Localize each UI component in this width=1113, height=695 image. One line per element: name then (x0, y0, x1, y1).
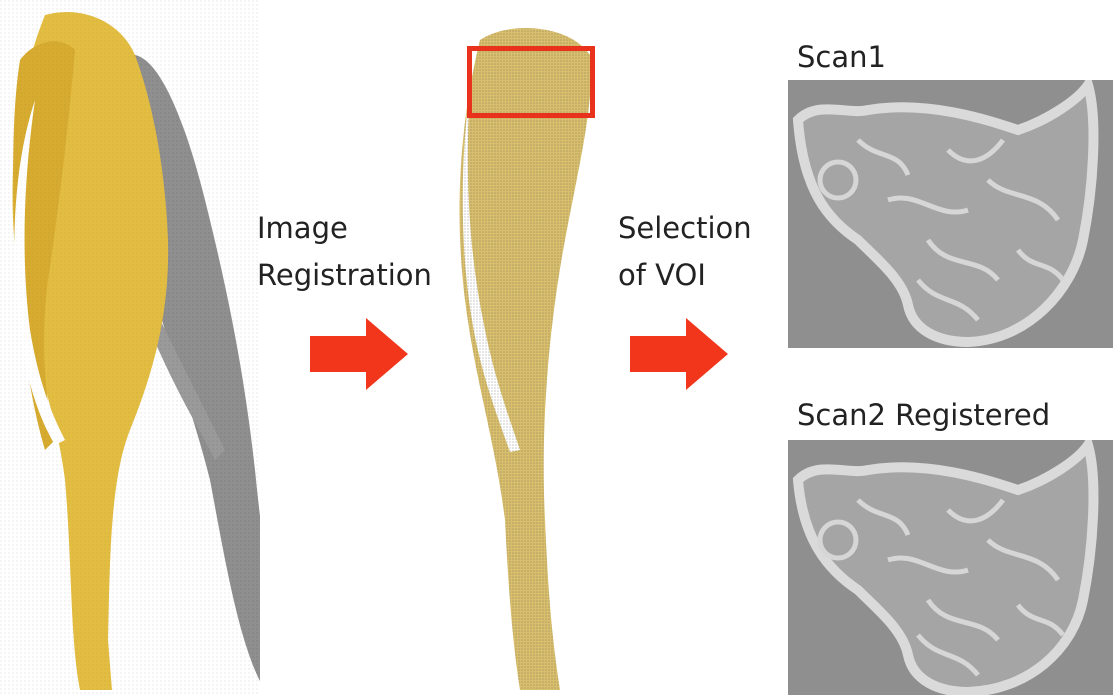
unregistered-bones-render (0, 0, 260, 695)
image-registration-label-line2: Registration (257, 256, 432, 294)
yellow-bone (0, 0, 260, 695)
voi-selection-box (467, 46, 595, 118)
selection-of-voi-label-line2: of VOI (618, 256, 706, 294)
right-arrow-icon (310, 318, 410, 390)
image-registration-label-line1: Image (257, 209, 348, 247)
right-arrow-icon (630, 318, 730, 390)
scan2-registered-title: Scan2 Registered (797, 396, 1050, 434)
scan1-ct-slice (788, 80, 1113, 348)
scan2-registered-ct-slice (788, 440, 1113, 695)
selection-of-voi-label-line1: Selection (618, 209, 752, 247)
scan1-title: Scan1 (797, 38, 886, 76)
